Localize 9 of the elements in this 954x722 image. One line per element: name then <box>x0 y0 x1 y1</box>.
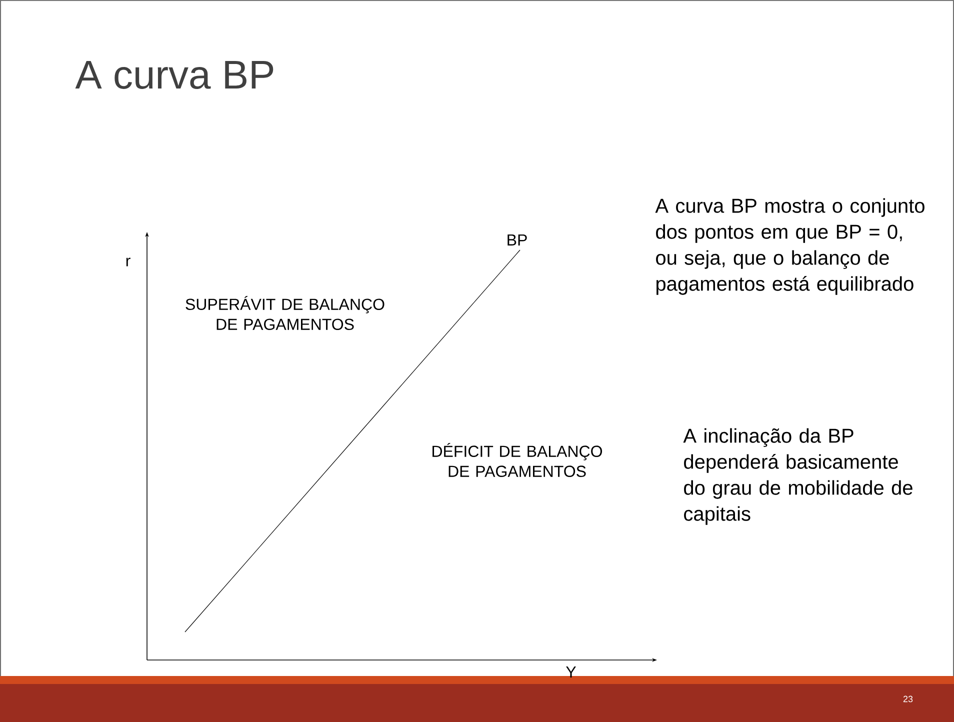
slide-title: A curva BP <box>75 61 274 89</box>
region-label: SUPERÁVIT DE BALANÇO DE PAGAMENTOS <box>186 296 384 330</box>
paragraph: A inclinação da BP dependerá basicamente do grau de mobilidade de capitais <box>683 428 912 525</box>
axis-label: Y <box>566 666 576 678</box>
paragraph: A curva BP mostra o conjunto dos pontos em que BP = 0, ou seja, que o balanço de pagamentos está equilibrado <box>655 198 924 295</box>
page-number: 23 <box>903 696 913 702</box>
region-label: DÉFICIT DE BALANÇO DE PAGAMENTOS <box>432 442 602 477</box>
axis-label: r <box>126 258 130 266</box>
curve-label: BP <box>508 234 527 246</box>
